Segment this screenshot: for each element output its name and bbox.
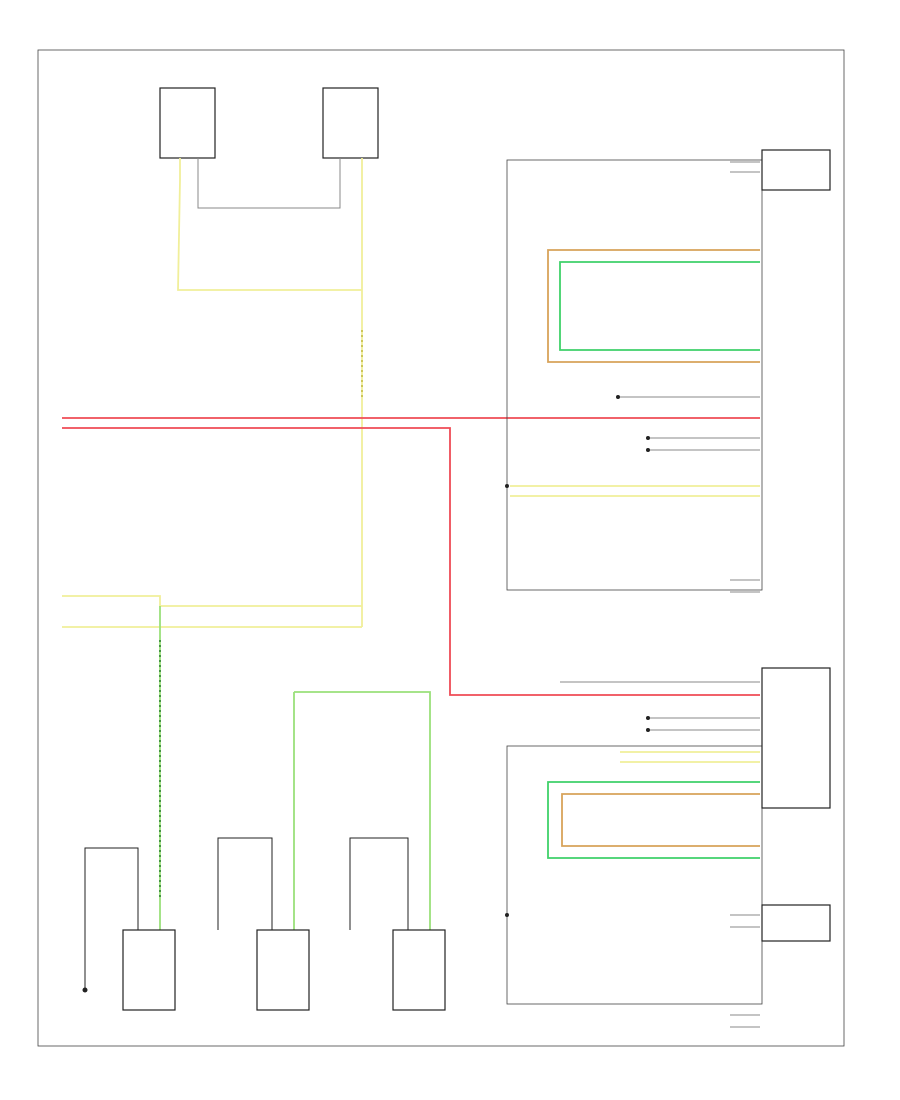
wire-top-left-yellow (177, 158, 362, 291)
wire-ru-orange (547, 249, 760, 363)
diagram-frame (37, 49, 845, 1047)
ground-point-1 (82, 987, 88, 993)
bottom-module-1 (122, 929, 176, 1011)
junction-3 (646, 448, 650, 452)
wire-ru-green (559, 261, 760, 351)
right-lower-panel (506, 745, 763, 1005)
junction-7 (505, 913, 509, 917)
junction-4 (505, 484, 509, 488)
wire-rl-orange (561, 793, 760, 847)
top-right-module (322, 87, 379, 159)
right-lower-module (761, 904, 831, 942)
wire-rl-green (547, 781, 760, 859)
ground-loop-2 (217, 837, 273, 930)
right-mid-module (761, 667, 831, 809)
bottom-module-3 (392, 929, 446, 1011)
right-upper-panel (506, 159, 763, 591)
top-left-module (159, 87, 216, 159)
ground-loop-3 (349, 837, 409, 930)
wire-power-lower (62, 427, 760, 696)
bottom-module-2 (256, 929, 310, 1011)
right-top-module (761, 149, 831, 191)
junction-5 (646, 716, 650, 720)
ground-loop-1 (84, 847, 139, 990)
junction-6 (646, 728, 650, 732)
wire-bus-yellow-1 (62, 595, 362, 607)
junction-2 (646, 436, 650, 440)
wire-green-mid (294, 691, 431, 930)
wire-top-left-gray (197, 158, 341, 209)
junction-1 (616, 395, 620, 399)
